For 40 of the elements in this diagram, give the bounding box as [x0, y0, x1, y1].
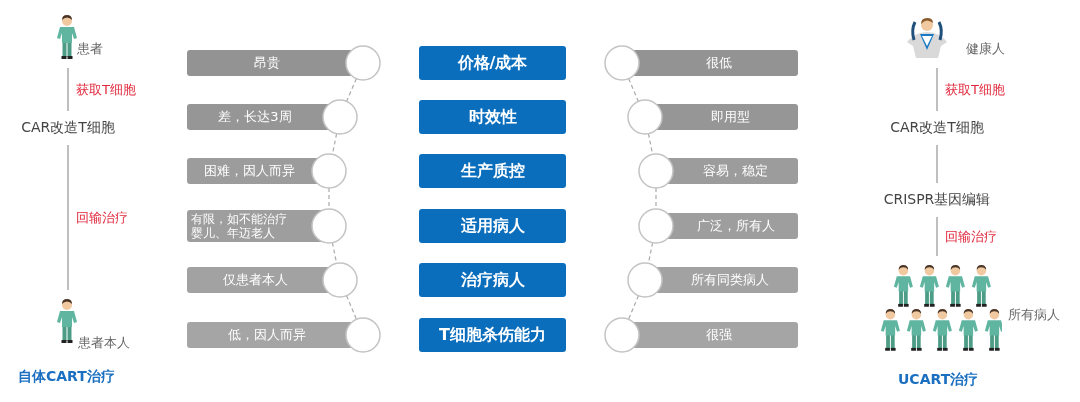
category-box: 治疗病人: [419, 263, 566, 297]
person-label: 所有病人: [1008, 306, 1060, 324]
dashed-connector: [345, 295, 358, 320]
bar-text: 昂贵: [253, 54, 280, 72]
bar-text: 很低: [705, 54, 732, 72]
bar-text: 所有同类病人: [691, 271, 769, 289]
edge-label: 回输治疗: [944, 227, 998, 246]
dashed-connector: [627, 295, 640, 320]
category-box: 时效性: [419, 100, 566, 134]
person-label: 患者本人: [78, 334, 130, 352]
category-box: 生产质控: [419, 154, 566, 188]
step-label: CRISPR基因编辑: [883, 191, 991, 209]
person-label: 患者: [77, 40, 103, 58]
bar-text: 有限，如不能治疗婴儿、年迈老人: [191, 212, 288, 240]
step-label: CAR改造T细胞: [21, 119, 115, 137]
edge-label: 获取T细胞: [944, 80, 1006, 99]
bar-text: 很强: [705, 326, 732, 344]
dashed-connector: [628, 78, 639, 102]
bar-text: 广泛，所有人: [696, 217, 775, 235]
bar-text: 困难，因人而异: [204, 162, 295, 180]
bar-text: 即用型: [710, 108, 750, 126]
bar-text: 仅患者本人: [222, 271, 288, 289]
section-label: UCART治疗: [898, 371, 979, 389]
connector-line: [936, 216, 938, 257]
person-label: 健康人: [966, 40, 1005, 58]
category-box: 适用病人: [419, 209, 566, 243]
connector-line: [936, 67, 938, 112]
category-box: 价格/成本: [419, 46, 566, 80]
step-label: CAR改造T细胞: [890, 119, 984, 137]
bar-text: 低，因人而异: [227, 326, 306, 344]
bar-text: 差，长达3周: [218, 108, 292, 126]
category-box: T细胞杀伤能力: [419, 318, 566, 352]
connector-line: [936, 144, 938, 184]
connector-line: [67, 67, 69, 112]
edge-label: 回输治疗: [75, 208, 129, 227]
connector-line: [67, 144, 69, 291]
dashed-connector: [346, 78, 357, 102]
bar-text: 容易，稳定: [703, 162, 768, 180]
edge-label: 获取T细胞: [75, 80, 137, 99]
section-label: 自体CART治疗: [18, 368, 115, 386]
